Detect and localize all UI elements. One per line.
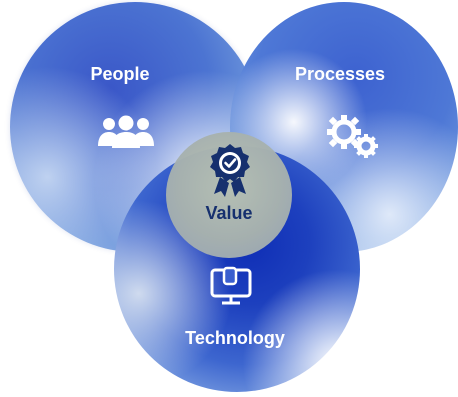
award-ribbon-icon: [210, 144, 250, 197]
gears-icon: [327, 115, 378, 158]
computer-monitor-icon: [210, 266, 252, 305]
technology-label: Technology: [185, 328, 285, 348]
value-label: Value: [205, 203, 253, 223]
people-group-icon: [98, 115, 154, 148]
people-label: People: [90, 64, 150, 84]
processes-label: Processes: [294, 64, 386, 84]
